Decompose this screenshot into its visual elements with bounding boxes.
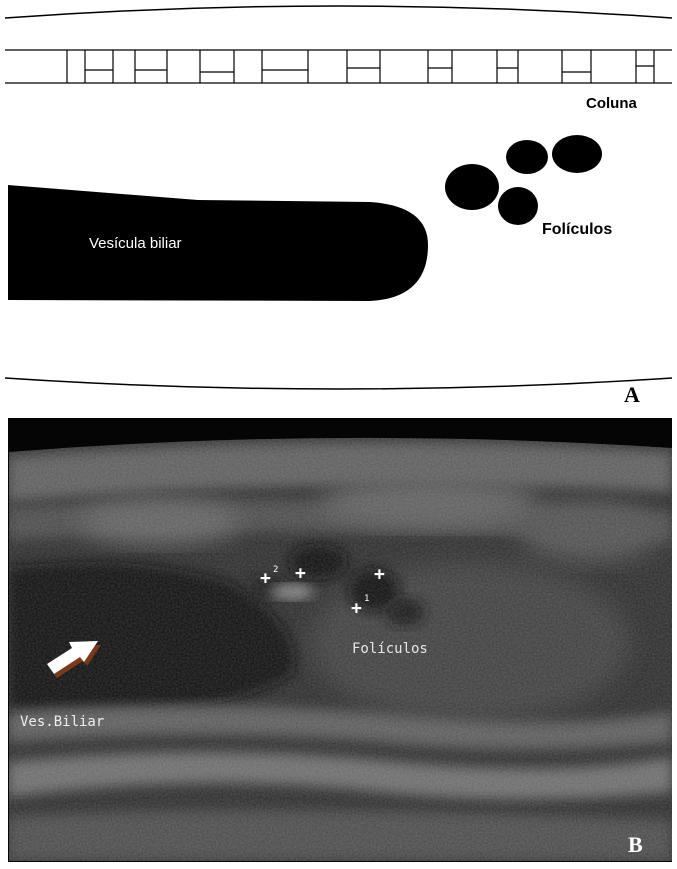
follicles-label: Folículos xyxy=(352,641,428,657)
panel-letter-a: A xyxy=(624,382,640,407)
spine-label: Coluna xyxy=(586,95,637,112)
follicle-shape xyxy=(498,187,538,225)
svg-text:2: 2 xyxy=(273,565,278,575)
ultrasound-image: + 2 + + + 1 Folículos Ves.Biliar B xyxy=(0,412,677,869)
panel-letter-b: B xyxy=(628,832,643,857)
svg-text:1: 1 xyxy=(364,594,369,604)
vertebra xyxy=(135,50,167,83)
vertebra xyxy=(636,50,654,83)
spine-column xyxy=(5,50,672,83)
caliper-marker: + xyxy=(374,564,385,585)
vertebra xyxy=(347,50,380,83)
svg-text:+: + xyxy=(295,563,306,584)
follicle-shape xyxy=(552,135,602,173)
ultrasound-tissue xyxy=(8,432,673,862)
svg-text:+: + xyxy=(351,598,362,619)
follicles-label: Folículos xyxy=(542,221,612,238)
follicle-shape xyxy=(445,164,499,210)
vertebra xyxy=(428,50,452,83)
svg-text:+: + xyxy=(374,564,385,585)
vertebra xyxy=(67,50,113,83)
gallbladder-shape xyxy=(8,185,428,301)
gallbladder-label: Ves.Biliar xyxy=(20,714,104,730)
schematic-drawing: Coluna Vesícula biliar Folículos A xyxy=(0,0,677,412)
top-wall-line xyxy=(5,6,672,18)
vertebra xyxy=(562,50,591,83)
caliper-marker: + xyxy=(295,563,306,584)
follicle-shape xyxy=(506,140,548,174)
vertebra xyxy=(262,50,308,83)
vertebra xyxy=(497,50,518,83)
vertebra xyxy=(200,50,234,83)
svg-text:+: + xyxy=(260,568,271,589)
bottom-wall-line xyxy=(5,378,672,389)
ultrasound-panel: + 2 + + + 1 Folículos Ves.Biliar B xyxy=(0,412,677,869)
gallbladder-label: Vesícula biliar xyxy=(89,235,182,252)
schematic-panel: Coluna Vesícula biliar Folículos A xyxy=(0,0,677,412)
